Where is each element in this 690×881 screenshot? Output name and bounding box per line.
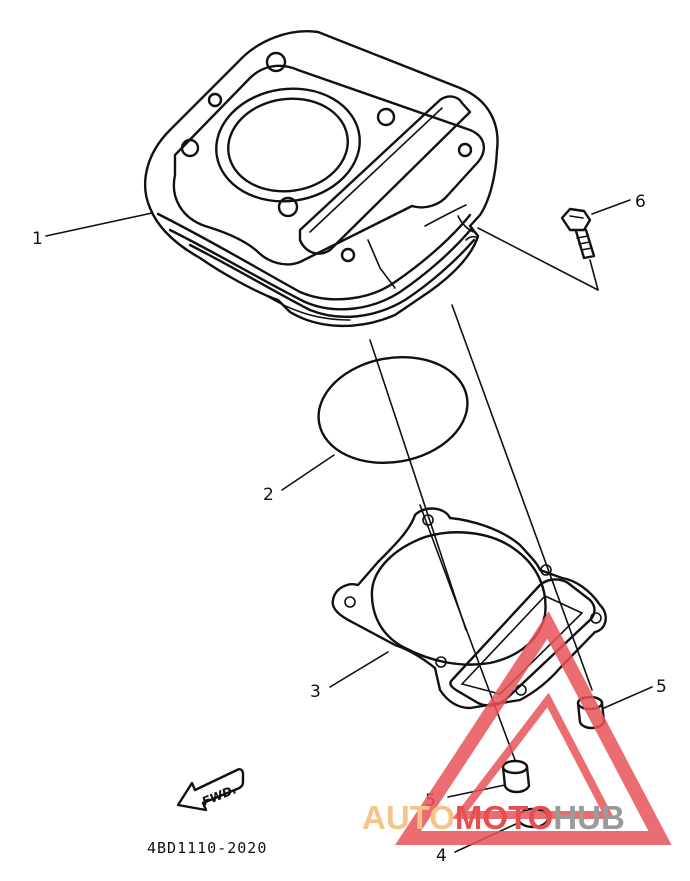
cylinder-base-gasket <box>331 507 607 710</box>
watermark-triangle-icon <box>395 611 672 845</box>
forward-direction-arrow: FWD. <box>176 768 245 812</box>
cylinder <box>143 30 499 328</box>
watermark-text: AUTOMOTOHUB <box>362 799 625 836</box>
callout-2: 2 <box>263 485 274 505</box>
watermark-word-auto: AUTO <box>362 799 455 836</box>
assembly-lines <box>369 227 599 761</box>
watermark-word-moto: MOTO <box>455 799 553 836</box>
diagram-part-number: 4BD1110-2020 <box>147 839 267 857</box>
callout-4: 4 <box>436 846 447 866</box>
watermark-logo: AUTOMOTOHUB <box>362 611 672 845</box>
callout-5-right: 5 <box>656 677 667 697</box>
dowel-pin-bottom <box>501 759 531 794</box>
bolt <box>560 207 596 260</box>
callout-6: 6 <box>635 192 646 212</box>
callout-3: 3 <box>310 682 321 702</box>
o-ring <box>317 355 469 465</box>
watermark-word-hub: HUB <box>553 799 625 836</box>
callout-1: 1 <box>32 229 43 249</box>
forward-label: FWD. <box>200 782 239 808</box>
